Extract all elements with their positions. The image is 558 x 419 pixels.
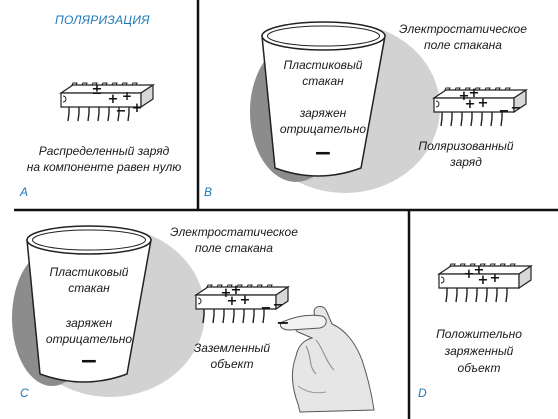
cup-b-text-5: отрицательно — [280, 122, 367, 136]
chip-c-sign-5: − — [261, 301, 272, 316]
finger-negative-sign: − — [276, 313, 289, 332]
chip-c-sign-1: + — [221, 286, 232, 301]
chip-c-sign-6: − — [273, 298, 284, 313]
chip-a-sign-4: − — [116, 104, 127, 119]
cup-b-text-1: Пластиковый — [284, 58, 363, 72]
plastic-cup-c — [26, 239, 152, 383]
chip-c: + + + + − − — [195, 283, 289, 324]
field-b-label-1: Электростатическое — [399, 22, 527, 36]
ground-label-1: Заземленный — [194, 341, 270, 355]
panel-c-letter: C — [20, 386, 29, 400]
panel-c: Пластиковый стакан заряжен отрицательно … — [12, 225, 375, 413]
panel-a-caption-line-1: Распределенный заряд — [39, 144, 170, 158]
panel-b-letter: B — [204, 185, 212, 199]
chip-a: ± + + − + — [60, 82, 154, 122]
chip-d-sign-3: + — [478, 273, 489, 288]
chip-d: + + + + — [438, 263, 532, 303]
chip-b-sign-5: − — [499, 104, 510, 119]
ground-label-2: объект — [211, 357, 254, 371]
panel-a-caption-line-2: на компоненте равен нулю — [27, 160, 182, 174]
chip-c-sign-3: + — [227, 294, 238, 309]
chip-d-sign-1: + — [464, 267, 475, 282]
panel-d-caption-1: Положительно — [436, 327, 522, 341]
diagram-title: ПОЛЯРИЗАЦИЯ — [55, 13, 150, 27]
chip-b-sign-1: + — [459, 89, 470, 104]
chip-c-sign-2: + — [231, 283, 242, 298]
cup-c-text-4: заряжен — [65, 316, 113, 330]
chip-b: + + + + − − — [433, 86, 527, 127]
cup-b-negative-sign: − — [314, 141, 332, 166]
chip-b-label-2: заряд — [449, 155, 482, 169]
chip-a-sign-3: + — [122, 89, 132, 103]
panel-a-letter: A — [19, 185, 28, 199]
chip-a-sign-1: ± — [92, 83, 103, 98]
cup-c-negative-sign: − — [80, 349, 98, 374]
cup-b-text-4: заряжен — [299, 106, 347, 120]
chip-b-label-1: Поляризованный — [418, 139, 513, 153]
panel-d-caption-3: объект — [458, 361, 501, 375]
chip-b-sign-2: + — [469, 86, 480, 101]
cup-c-text-1: Пластиковый — [50, 265, 129, 279]
field-c-label-2: поле стакана — [195, 241, 273, 255]
cup-c-text-5: отрицательно — [46, 332, 133, 346]
panel-d-letter: D — [418, 386, 427, 400]
chip-d-sign-2: + — [474, 263, 485, 278]
cup-c-text-2: стакан — [68, 281, 110, 295]
chip-c-sign-4: + — [240, 293, 251, 308]
cup-b-text-2: стакан — [302, 74, 344, 88]
chip-b-sign-4: + — [478, 96, 489, 111]
chip-b-sign-6: − — [511, 101, 522, 116]
panel-b: Пластиковый стакан заряжен отрицательно … — [204, 21, 527, 199]
chip-a-sign-2: + — [108, 92, 119, 107]
panel-a: ПОЛЯРИЗАЦИЯ ± + + − + Распределенный зар… — [19, 13, 181, 199]
panel-dividers — [14, 0, 558, 419]
grounding-hand-icon: − — [276, 305, 375, 413]
plastic-cup-b — [261, 35, 386, 177]
field-c-label-1: Электростатическое — [170, 225, 298, 239]
chip-d-sign-4: + — [490, 271, 501, 286]
panel-d: + + + + Положительно заряженный объект D — [418, 263, 532, 400]
chip-b-sign-3: + — [465, 97, 476, 112]
chip-a-sign-5: + — [132, 101, 143, 116]
panel-d-caption-2: заряженный — [444, 344, 514, 358]
field-b-label-2: поле стакана — [424, 38, 502, 52]
